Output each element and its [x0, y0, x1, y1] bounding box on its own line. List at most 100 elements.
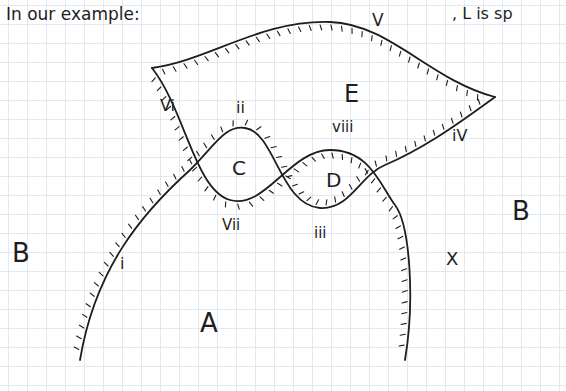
hatch-mark	[372, 179, 375, 183]
arc-label: V	[372, 12, 384, 29]
region-label: A	[200, 310, 218, 336]
hatch-mark	[402, 291, 407, 293]
hatch-mark	[214, 195, 216, 200]
hatch-mark	[221, 127, 223, 132]
hatch-mark	[245, 120, 247, 125]
hatch-mark	[365, 170, 368, 174]
hatch-mark	[74, 347, 79, 350]
hatch-mark	[331, 25, 332, 30]
hatch-mark	[189, 159, 192, 164]
hatch-mark	[320, 25, 322, 30]
hatch-mark	[205, 187, 208, 191]
hatch-mark	[236, 45, 239, 49]
hatch-mark	[389, 207, 392, 211]
arc-label: X	[446, 250, 458, 268]
hatch-mark	[278, 183, 282, 186]
hatch-mark	[99, 272, 103, 276]
hatch-mark	[246, 41, 249, 45]
second-wave-curve	[152, 68, 410, 360]
hatch-marks	[74, 25, 480, 350]
hatch-mark	[94, 283, 98, 286]
hatch-mark	[460, 112, 462, 117]
hatch-mark	[174, 174, 176, 179]
hatch-mark	[205, 57, 208, 61]
hatch-mark	[375, 161, 376, 166]
hatch-mark	[116, 243, 119, 247]
hatch-mark	[294, 169, 298, 172]
hatch-mark	[349, 185, 352, 190]
hatch-mark	[395, 151, 397, 156]
hatch-mark	[77, 336, 82, 339]
hatch-mark	[277, 157, 282, 158]
arc-label: iV	[452, 128, 467, 144]
hatch-mark	[271, 147, 276, 148]
hatch-mark	[451, 118, 453, 123]
hatch-mark	[83, 314, 87, 317]
hatch-mark	[424, 136, 425, 141]
hatch-mark	[402, 313, 407, 314]
hatch-mark	[385, 156, 387, 161]
hatch-mark	[469, 106, 471, 111]
hatch-mark	[442, 124, 444, 129]
arc-label: Vii	[222, 218, 240, 233]
hatch-mark	[312, 157, 315, 161]
hatch-mark	[195, 60, 198, 64]
hatch-mark	[136, 215, 139, 219]
note-text: In our example:	[6, 6, 140, 23]
hatch-mark	[293, 184, 298, 186]
arc-label: iii	[314, 226, 327, 241]
hatch-mark	[129, 224, 132, 228]
hatch-mark	[277, 31, 280, 35]
hatch-mark	[409, 57, 410, 62]
hatch-mark	[86, 304, 90, 307]
hatch-mark	[188, 157, 192, 160]
hatch-mark	[351, 158, 353, 163]
hatch-mark	[215, 53, 218, 57]
hatch-mark	[256, 37, 259, 41]
hatch-mark	[371, 36, 373, 41]
hatch-mark	[197, 151, 200, 155]
hatch-mark	[357, 177, 360, 182]
hatch-mark	[143, 207, 146, 211]
hatch-mark	[351, 28, 352, 33]
hatch-mark	[282, 166, 287, 167]
hatch-mark	[401, 323, 406, 324]
hatch-mark	[399, 345, 404, 347]
hatch-mark	[104, 262, 108, 266]
hatch-mark	[383, 197, 387, 201]
hatch-mark	[166, 182, 169, 187]
hatch-mark	[269, 190, 273, 193]
hatch-mark	[401, 258, 406, 260]
hatch-mark	[418, 63, 420, 68]
hatch-mark	[212, 135, 215, 140]
hatch-mark	[122, 233, 125, 237]
hatch-mark	[316, 200, 319, 205]
hatch-mark	[226, 49, 229, 53]
hatch-mark	[400, 247, 405, 249]
hatch-mark	[152, 78, 155, 82]
hatch-mark	[402, 280, 407, 282]
hatch-mark	[433, 130, 434, 135]
arc-label: Vi	[160, 98, 175, 114]
hatch-mark	[405, 146, 406, 151]
hatch-mark	[381, 40, 382, 45]
hatch-mark	[110, 252, 114, 256]
hatch-mark	[402, 302, 407, 303]
hatch-mark	[325, 200, 327, 205]
hatch-mark	[179, 137, 183, 140]
hatch-mark	[182, 167, 184, 172]
hatch-mark	[173, 67, 176, 71]
hatch-mark	[427, 69, 428, 74]
hatch-mark	[359, 163, 361, 168]
region-label: B	[512, 198, 530, 224]
hatch-mark	[267, 34, 270, 38]
hatch-mark	[361, 32, 362, 37]
hatch-mark	[393, 216, 397, 219]
hatch-mark	[332, 153, 333, 158]
hatch-mark	[334, 197, 336, 202]
hatch-mark	[90, 293, 94, 296]
hatch-mark	[456, 86, 458, 91]
hatch-mark	[171, 117, 175, 120]
region-label: C	[232, 158, 246, 178]
